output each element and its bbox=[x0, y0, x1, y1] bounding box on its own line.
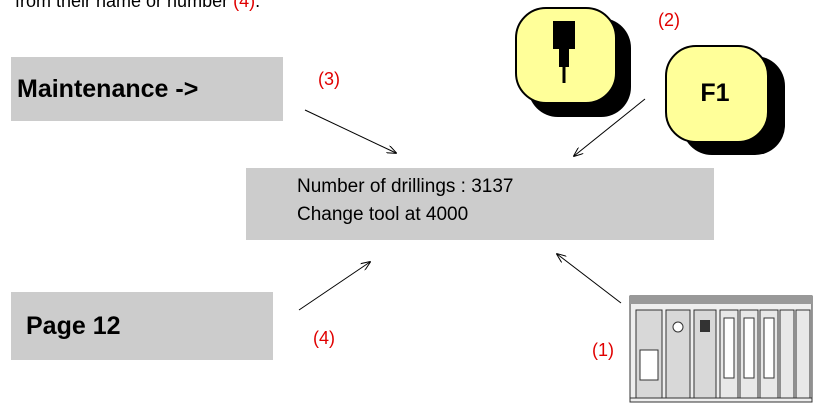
ref-label-1: (1) bbox=[592, 340, 614, 360]
page-number-box[interactable]: Page 12 bbox=[11, 292, 273, 360]
ref-label-2: (2) bbox=[658, 10, 680, 30]
ref-label-4: (4) bbox=[313, 328, 335, 348]
operator-display: Number of drillings : 3137 Change tool a… bbox=[246, 168, 714, 240]
f1-key[interactable]: F1 bbox=[665, 45, 785, 155]
page-label: Page 12 bbox=[26, 311, 121, 340]
drill-tool-icon[interactable] bbox=[515, 7, 631, 117]
maintenance-label: Maintenance -> bbox=[17, 74, 199, 103]
arrow-maintenance bbox=[304, 109, 396, 153]
change-tool-line: Change tool at 4000 bbox=[297, 204, 469, 225]
f1-key-label: F1 bbox=[700, 79, 729, 107]
drillings-count-line: Number of drillings : 3137 bbox=[297, 176, 514, 197]
ref-label-3: (3) bbox=[318, 69, 340, 89]
maintenance-menu-box[interactable]: Maintenance -> bbox=[11, 57, 283, 121]
arrow-page bbox=[298, 262, 370, 311]
intro-text-ref: (4) bbox=[233, 0, 256, 11]
arrow-f1 bbox=[574, 98, 646, 156]
intro-text-body: from their name or number bbox=[15, 0, 229, 11]
intro-text: from their name or number (4). bbox=[15, 0, 260, 12]
arrow-plc bbox=[557, 254, 622, 304]
plc-rack-icon bbox=[629, 295, 813, 403]
intro-text-end: . bbox=[255, 0, 261, 11]
